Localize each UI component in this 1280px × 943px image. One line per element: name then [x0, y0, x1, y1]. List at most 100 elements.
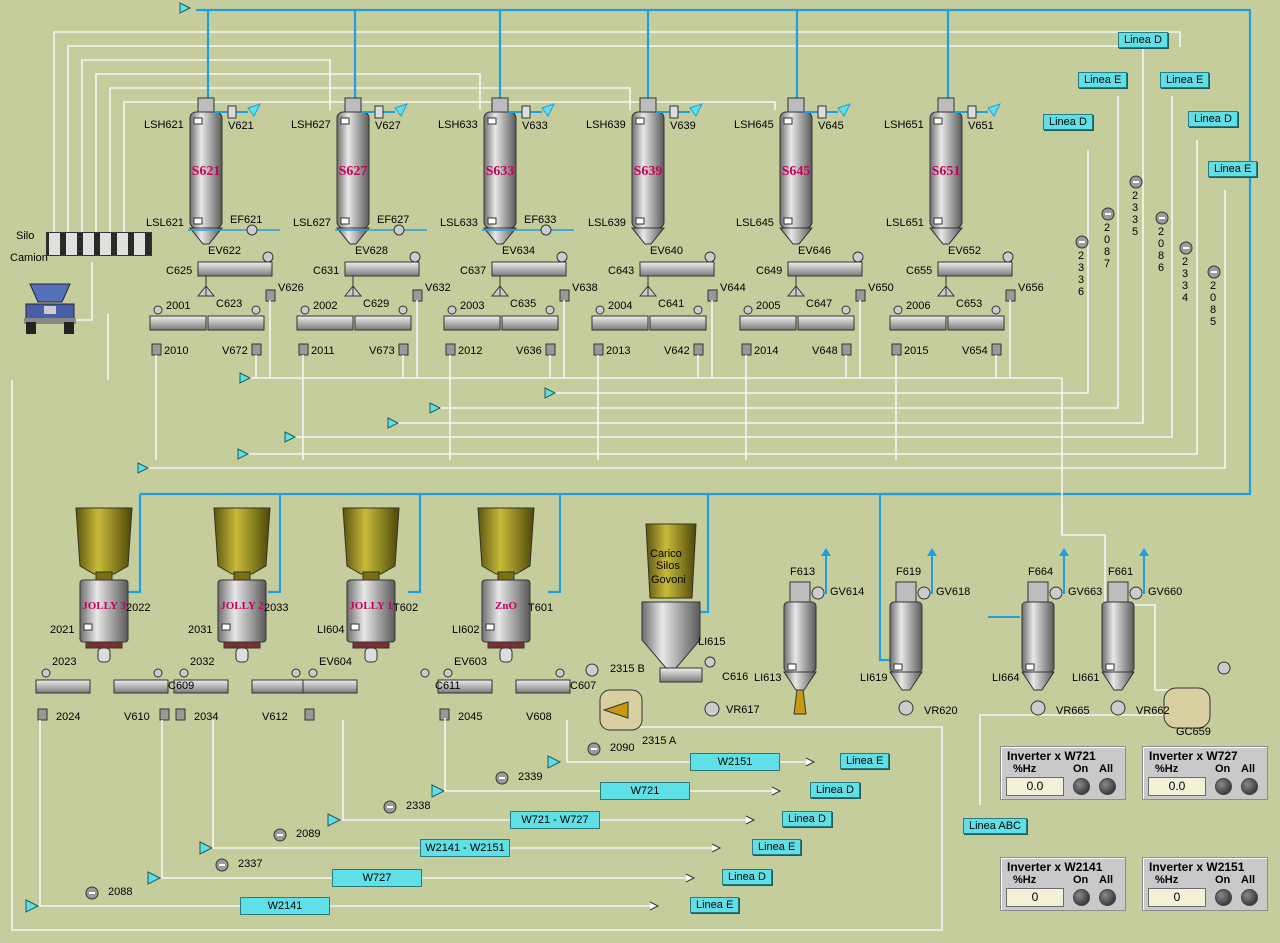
ef-label-1: EF627: [377, 214, 410, 226]
gv-valve: [1129, 586, 1143, 600]
gv-line: [1142, 556, 1145, 594]
valve-low-r: [693, 343, 704, 356]
all-button[interactable]: [1099, 778, 1116, 795]
vent-label-4: V645: [818, 120, 844, 132]
filter-cone: [1021, 671, 1055, 691]
silo-s633: [443, 97, 574, 460]
feed-tag-3[interactable]: Linea E: [752, 839, 802, 855]
scale-0[interactable]: W2151: [690, 753, 780, 771]
scale-3[interactable]: W2141 - W2151: [420, 839, 510, 857]
conveyor-motor: [409, 251, 421, 263]
splitter: [490, 276, 510, 297]
govoni-text-0: Carico: [650, 548, 682, 560]
conveyor-right: [797, 315, 855, 331]
filter-head: [1027, 581, 1049, 603]
on-button[interactable]: [1215, 889, 1232, 906]
ladder-number-3: 2086: [1157, 226, 1165, 274]
motor: [420, 668, 430, 678]
drop-lines: [155, 300, 271, 460]
header-inlet-icon: [284, 431, 297, 443]
lsl-label-1: LSL627: [293, 217, 331, 229]
silo-label: Silo: [16, 230, 35, 242]
drop-lines: [302, 300, 418, 460]
splitter: [936, 276, 956, 297]
feed-tag-2[interactable]: Linea D: [782, 811, 832, 827]
filter-head: [895, 581, 917, 603]
valve-side: [265, 289, 276, 302]
feed-tag-5[interactable]: Linea E: [690, 897, 740, 913]
feed-tag-0[interactable]: Linea E: [840, 753, 890, 769]
feeder-motor: [364, 647, 378, 663]
hz-value-field[interactable]: 0.0: [1006, 777, 1064, 796]
linea-tag-5[interactable]: Linea E: [1208, 161, 1258, 177]
vlow-label-3: V642: [664, 345, 690, 357]
motor: [704, 656, 716, 668]
screw-conveyor: [197, 261, 273, 277]
rotary-valve-icon: [704, 701, 720, 717]
arrow-icon: [745, 815, 756, 825]
govoni-c: C616: [722, 671, 749, 683]
on-button[interactable]: [1073, 778, 1090, 795]
motor-l: [893, 305, 903, 315]
scale-2[interactable]: W721 - W727: [510, 811, 600, 829]
diverter-659: [1163, 687, 1211, 729]
filter-f-2: F664: [1028, 566, 1054, 578]
silo-cone: [778, 227, 814, 245]
all-button[interactable]: [1241, 889, 1258, 906]
filter-f-3: F661: [1108, 566, 1134, 578]
scale-4[interactable]: W727: [332, 869, 422, 887]
conveyor-motor: [704, 251, 716, 263]
conveyor-left: [443, 315, 501, 331]
linea-tag-1[interactable]: Linea E: [1078, 72, 1128, 88]
all-button[interactable]: [1099, 889, 1116, 906]
linea-tag-2[interactable]: Linea E: [1160, 72, 1210, 88]
rotary-valve-icon: [1110, 700, 1126, 716]
feed-inlet-icon: [25, 899, 40, 913]
screw-conveyor: [344, 261, 420, 277]
linea-tag-4[interactable]: Linea D: [1188, 111, 1238, 127]
gv-valve: [811, 586, 825, 600]
noop: [30, 757, 40, 762]
motor: [179, 668, 189, 678]
lsh-label-4: LSH645: [734, 119, 774, 131]
truck-icon[interactable]: [22, 280, 78, 338]
splitter: [196, 276, 216, 297]
feed-inlet-icon: [547, 755, 562, 769]
govoni-li: LI615: [698, 636, 726, 648]
lsh-sensor: [783, 117, 793, 125]
motor-l: [300, 305, 310, 315]
filter-vr-3: VR662: [1136, 705, 1170, 717]
ladder-valve-bar: [1133, 181, 1139, 183]
valve: [37, 708, 48, 721]
jolly-name-0: JOLLY 3: [82, 600, 126, 612]
gv-arrow-icon: [1059, 548, 1069, 556]
hz-value-field[interactable]: 0.0: [1148, 777, 1206, 796]
scale-5[interactable]: W2141: [240, 897, 330, 915]
feed-tag-1[interactable]: Linea D: [810, 782, 860, 798]
hz-value-field[interactable]: 0: [1148, 888, 1206, 907]
on-button[interactable]: [1073, 889, 1090, 906]
vent-valve: [817, 105, 827, 119]
lsh-sensor: [933, 117, 943, 125]
filter-body: [783, 601, 817, 673]
on-button[interactable]: [1215, 778, 1232, 795]
feed-valve-bar: [277, 834, 283, 836]
hz-value-field[interactable]: 0: [1006, 888, 1064, 907]
linea-tag-0[interactable]: Linea D: [1118, 32, 1168, 48]
lsh-label-1: LSH627: [291, 119, 331, 131]
scale-1[interactable]: W721: [600, 782, 690, 800]
ladder-valve-bar: [1159, 217, 1165, 219]
vent-valve: [967, 105, 977, 119]
linea-abc-tag[interactable]: Linea ABC: [963, 818, 1027, 834]
camion-label: Camion: [10, 252, 48, 264]
vent-valve: [374, 105, 384, 119]
ef-valve: [246, 224, 258, 236]
valve-low-l: [891, 343, 902, 356]
all-button[interactable]: [1241, 778, 1258, 795]
feed-tag-4[interactable]: Linea D: [722, 869, 772, 885]
linea-tag-3[interactable]: Linea D: [1043, 114, 1093, 130]
govoni-hopper: [585, 523, 720, 731]
jolly-vlow-1: V612: [262, 711, 288, 723]
valve-low-l: [593, 343, 604, 356]
